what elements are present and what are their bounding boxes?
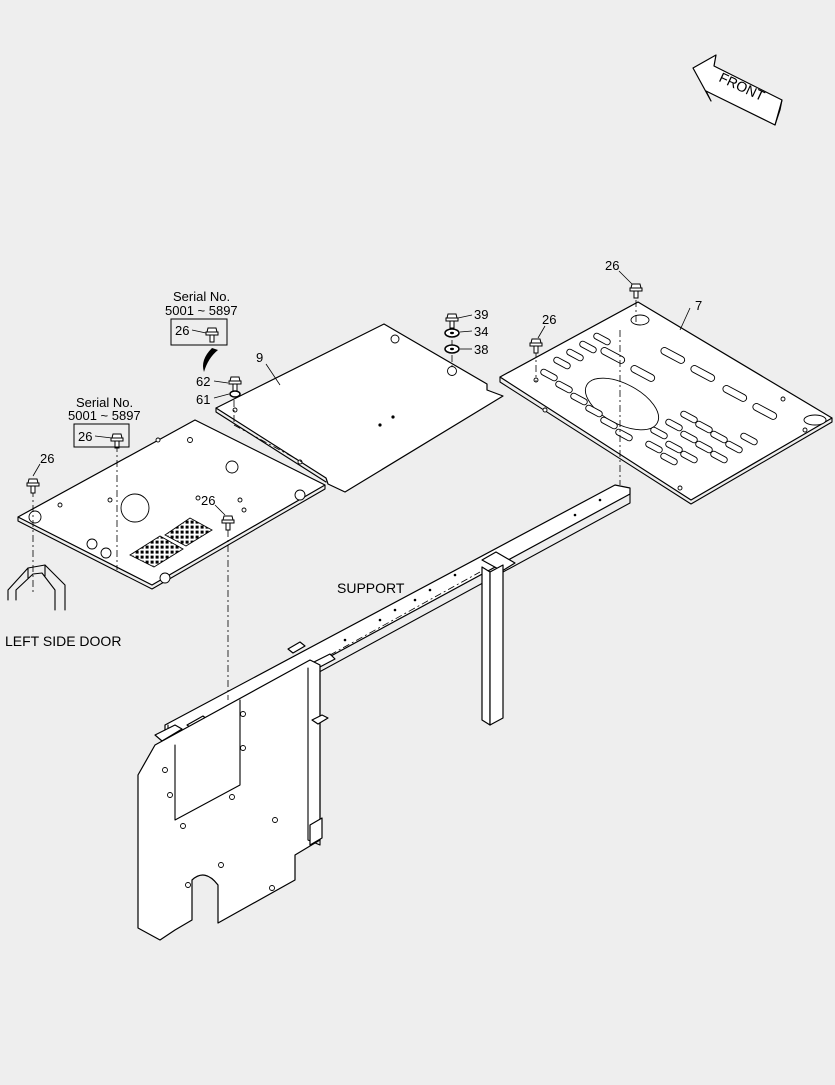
callout-62: 62 [196,374,210,389]
callout-26: 26 [542,312,556,327]
callout-7: 7 [695,298,702,313]
right-floor-plate [499,301,833,505]
left-side-door-frame [7,564,66,611]
left-side-door-label: LEFT SIDE DOOR [5,633,121,649]
washer-icon [444,344,460,354]
front-arrow-icon: FRONT [692,54,783,126]
serial-range: 5001 ~ 5897 [68,408,141,423]
callout-61: 61 [196,392,210,407]
bolt-icon [110,433,124,449]
bolt-icon [26,478,40,494]
callout-26: 26 [40,451,54,466]
left-floor-plate [17,419,326,590]
bolt-icon [445,313,459,329]
washer-icon [444,328,460,338]
bolt-icon [629,283,643,299]
bolt-icon [228,376,242,392]
serial-label: Serial No. [76,395,133,410]
callout-34: 34 [474,324,488,339]
alignment-lines [32,300,637,700]
middle-plate [215,323,504,493]
lower-side-panel [137,659,329,941]
callout-39: 39 [474,307,488,322]
washer-icon [229,390,241,398]
support-label: SUPPORT [337,580,405,596]
leader-lines [32,270,691,516]
callout-26: 26 [201,493,215,508]
callout-26: 26 [605,258,619,273]
callout-9: 9 [256,350,263,365]
callout-26: 26 [78,429,92,444]
serial-label: Serial No. [173,289,230,304]
serial-box-mid [170,318,228,372]
callout-38: 38 [474,342,488,357]
right-plate-slots [540,332,778,466]
serial-range: 5001 ~ 5897 [165,303,238,318]
bolt-icon [529,338,543,354]
serial-box-left [73,423,130,448]
callout-26: 26 [175,323,189,338]
bolt-icon [205,327,219,343]
